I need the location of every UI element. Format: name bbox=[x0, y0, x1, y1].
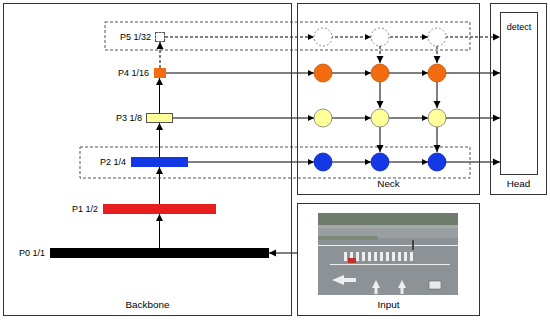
feature-map: P0 1/1 bbox=[50, 248, 269, 258]
p4-circles bbox=[314, 64, 446, 82]
decoration bbox=[365, 115, 371, 121]
decoration bbox=[318, 225, 458, 228]
decoration bbox=[318, 236, 378, 240]
scale-label: P0 1/1 bbox=[19, 248, 45, 259]
decoration bbox=[398, 280, 406, 294]
scale-label: P4 1/16 bbox=[118, 68, 149, 79]
p5-circles bbox=[314, 28, 446, 46]
scale-label: P5 1/32 bbox=[120, 32, 151, 43]
decoration bbox=[386, 252, 389, 261]
decoration bbox=[422, 115, 428, 121]
decoration bbox=[368, 252, 371, 261]
decoration bbox=[380, 127, 381, 152]
scale-label: P2 1/4 bbox=[100, 157, 126, 168]
decoration bbox=[422, 34, 428, 40]
scale-label: P3 1/8 bbox=[116, 113, 142, 124]
detect-box: detect bbox=[500, 12, 538, 175]
decoration bbox=[371, 28, 389, 46]
decoration bbox=[344, 252, 347, 261]
feature-arrow bbox=[166, 73, 500, 74]
decoration bbox=[308, 70, 314, 76]
feature-map: P2 1/4 bbox=[131, 157, 188, 167]
decoration bbox=[429, 281, 441, 289]
feature-arrow bbox=[159, 123, 160, 157]
decoration bbox=[428, 153, 446, 171]
p3-circles bbox=[314, 109, 446, 127]
group-outline bbox=[80, 147, 470, 178]
road-photo bbox=[318, 213, 458, 295]
p2-circles bbox=[314, 153, 446, 171]
decoration bbox=[371, 109, 389, 127]
feature-map: P1 1/2 bbox=[103, 204, 216, 214]
decoration bbox=[437, 127, 438, 152]
group-outline bbox=[105, 22, 470, 50]
head-panel: Head detect bbox=[490, 3, 547, 195]
feature-arrow bbox=[160, 42, 161, 68]
decoration bbox=[348, 258, 356, 263]
decoration bbox=[412, 240, 414, 250]
feature-map: P5 1/32 bbox=[155, 32, 165, 42]
panel-label: Neck bbox=[298, 177, 479, 190]
feature-arrow bbox=[188, 162, 500, 163]
scale-label: P1 1/2 bbox=[72, 204, 98, 215]
decoration bbox=[380, 252, 383, 261]
decoration bbox=[314, 109, 332, 127]
vertical-arrows bbox=[380, 46, 437, 152]
panel-label: Backbone bbox=[4, 298, 291, 311]
decoration bbox=[332, 275, 356, 285]
feature-map: P4 1/16 bbox=[154, 68, 166, 78]
decoration bbox=[356, 252, 359, 261]
decoration bbox=[308, 159, 314, 165]
feature-arrow bbox=[159, 167, 160, 204]
decoration bbox=[318, 213, 458, 295]
decoration bbox=[422, 159, 428, 165]
decoration bbox=[380, 46, 381, 63]
decoration bbox=[428, 28, 446, 46]
neck-panel: Neck bbox=[297, 3, 480, 195]
decoration bbox=[330, 264, 450, 265]
decoration bbox=[365, 70, 371, 76]
decoration bbox=[371, 153, 389, 171]
decoration bbox=[374, 252, 377, 261]
decoration bbox=[428, 109, 446, 127]
input-panel: Input bbox=[297, 203, 480, 316]
decoration bbox=[314, 28, 332, 46]
decoration bbox=[380, 82, 381, 108]
feature-arrow bbox=[173, 118, 500, 119]
decoration bbox=[365, 159, 371, 165]
decoration bbox=[318, 245, 458, 246]
decoration bbox=[398, 252, 401, 261]
panel-label: detect bbox=[501, 21, 537, 33]
feature-arrow bbox=[269, 253, 297, 254]
decoration bbox=[392, 252, 395, 261]
decoration bbox=[422, 70, 428, 76]
decoration bbox=[318, 213, 458, 225]
decoration bbox=[410, 252, 413, 261]
decoration bbox=[428, 64, 446, 82]
decoration bbox=[437, 46, 438, 63]
small-arrowheads bbox=[308, 34, 428, 165]
decoration bbox=[314, 153, 332, 171]
feature-arrow bbox=[159, 214, 160, 248]
feature-arrow bbox=[159, 78, 160, 113]
decoration bbox=[365, 34, 371, 40]
decoration bbox=[308, 115, 314, 121]
decoration bbox=[404, 252, 407, 261]
panel-label: Input bbox=[298, 298, 479, 311]
decoration bbox=[314, 64, 332, 82]
backbone-panel: Backbone P5 1/32 P4 1/16 P3 1/8 P2 1/4 P1 1/2… bbox=[3, 3, 292, 316]
panel-label: Head bbox=[491, 177, 546, 190]
decoration bbox=[362, 252, 365, 261]
decoration bbox=[372, 280, 380, 294]
decoration bbox=[318, 245, 458, 294]
decoration bbox=[308, 34, 314, 40]
decoration bbox=[371, 64, 389, 82]
decoration bbox=[437, 82, 438, 108]
feature-map: P3 1/8 bbox=[146, 113, 173, 123]
